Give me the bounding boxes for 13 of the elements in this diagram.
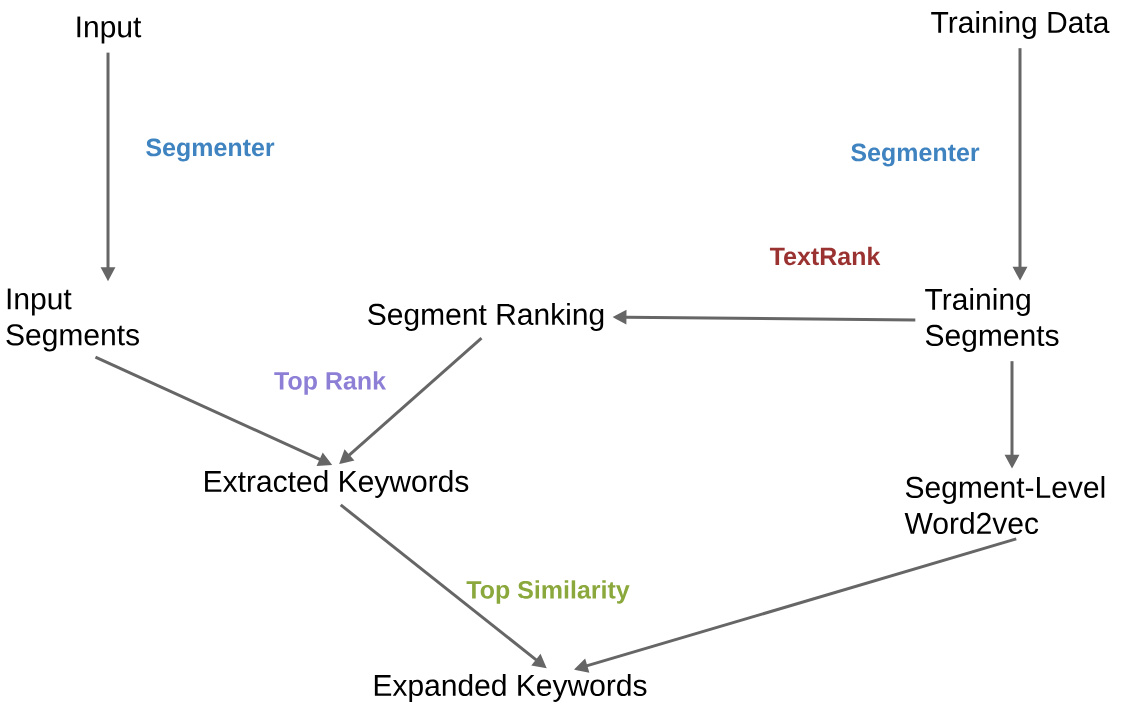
- node-text: Segment Ranking: [368, 303, 604, 331]
- node-text: Training Data: [931, 11, 1110, 39]
- node-text: Extracted Keywords: [205, 470, 469, 498]
- node-text: Training Segments: [925, 288, 1059, 352]
- edge-label: Top Similarity: [466, 580, 630, 604]
- edge-label: Top Rank: [274, 371, 387, 395]
- node-text: Input Segments: [6, 288, 139, 352]
- node-text: Input: [77, 16, 142, 44]
- node-text: Segment-Level Word2vec: [904, 476, 1105, 534]
- node-text: Expanded Keywords: [374, 674, 647, 702]
- edge-label: TextRank: [769, 246, 881, 266]
- edge-label: Segmenter: [146, 138, 275, 162]
- edge-label: Segmenter: [851, 143, 980, 167]
